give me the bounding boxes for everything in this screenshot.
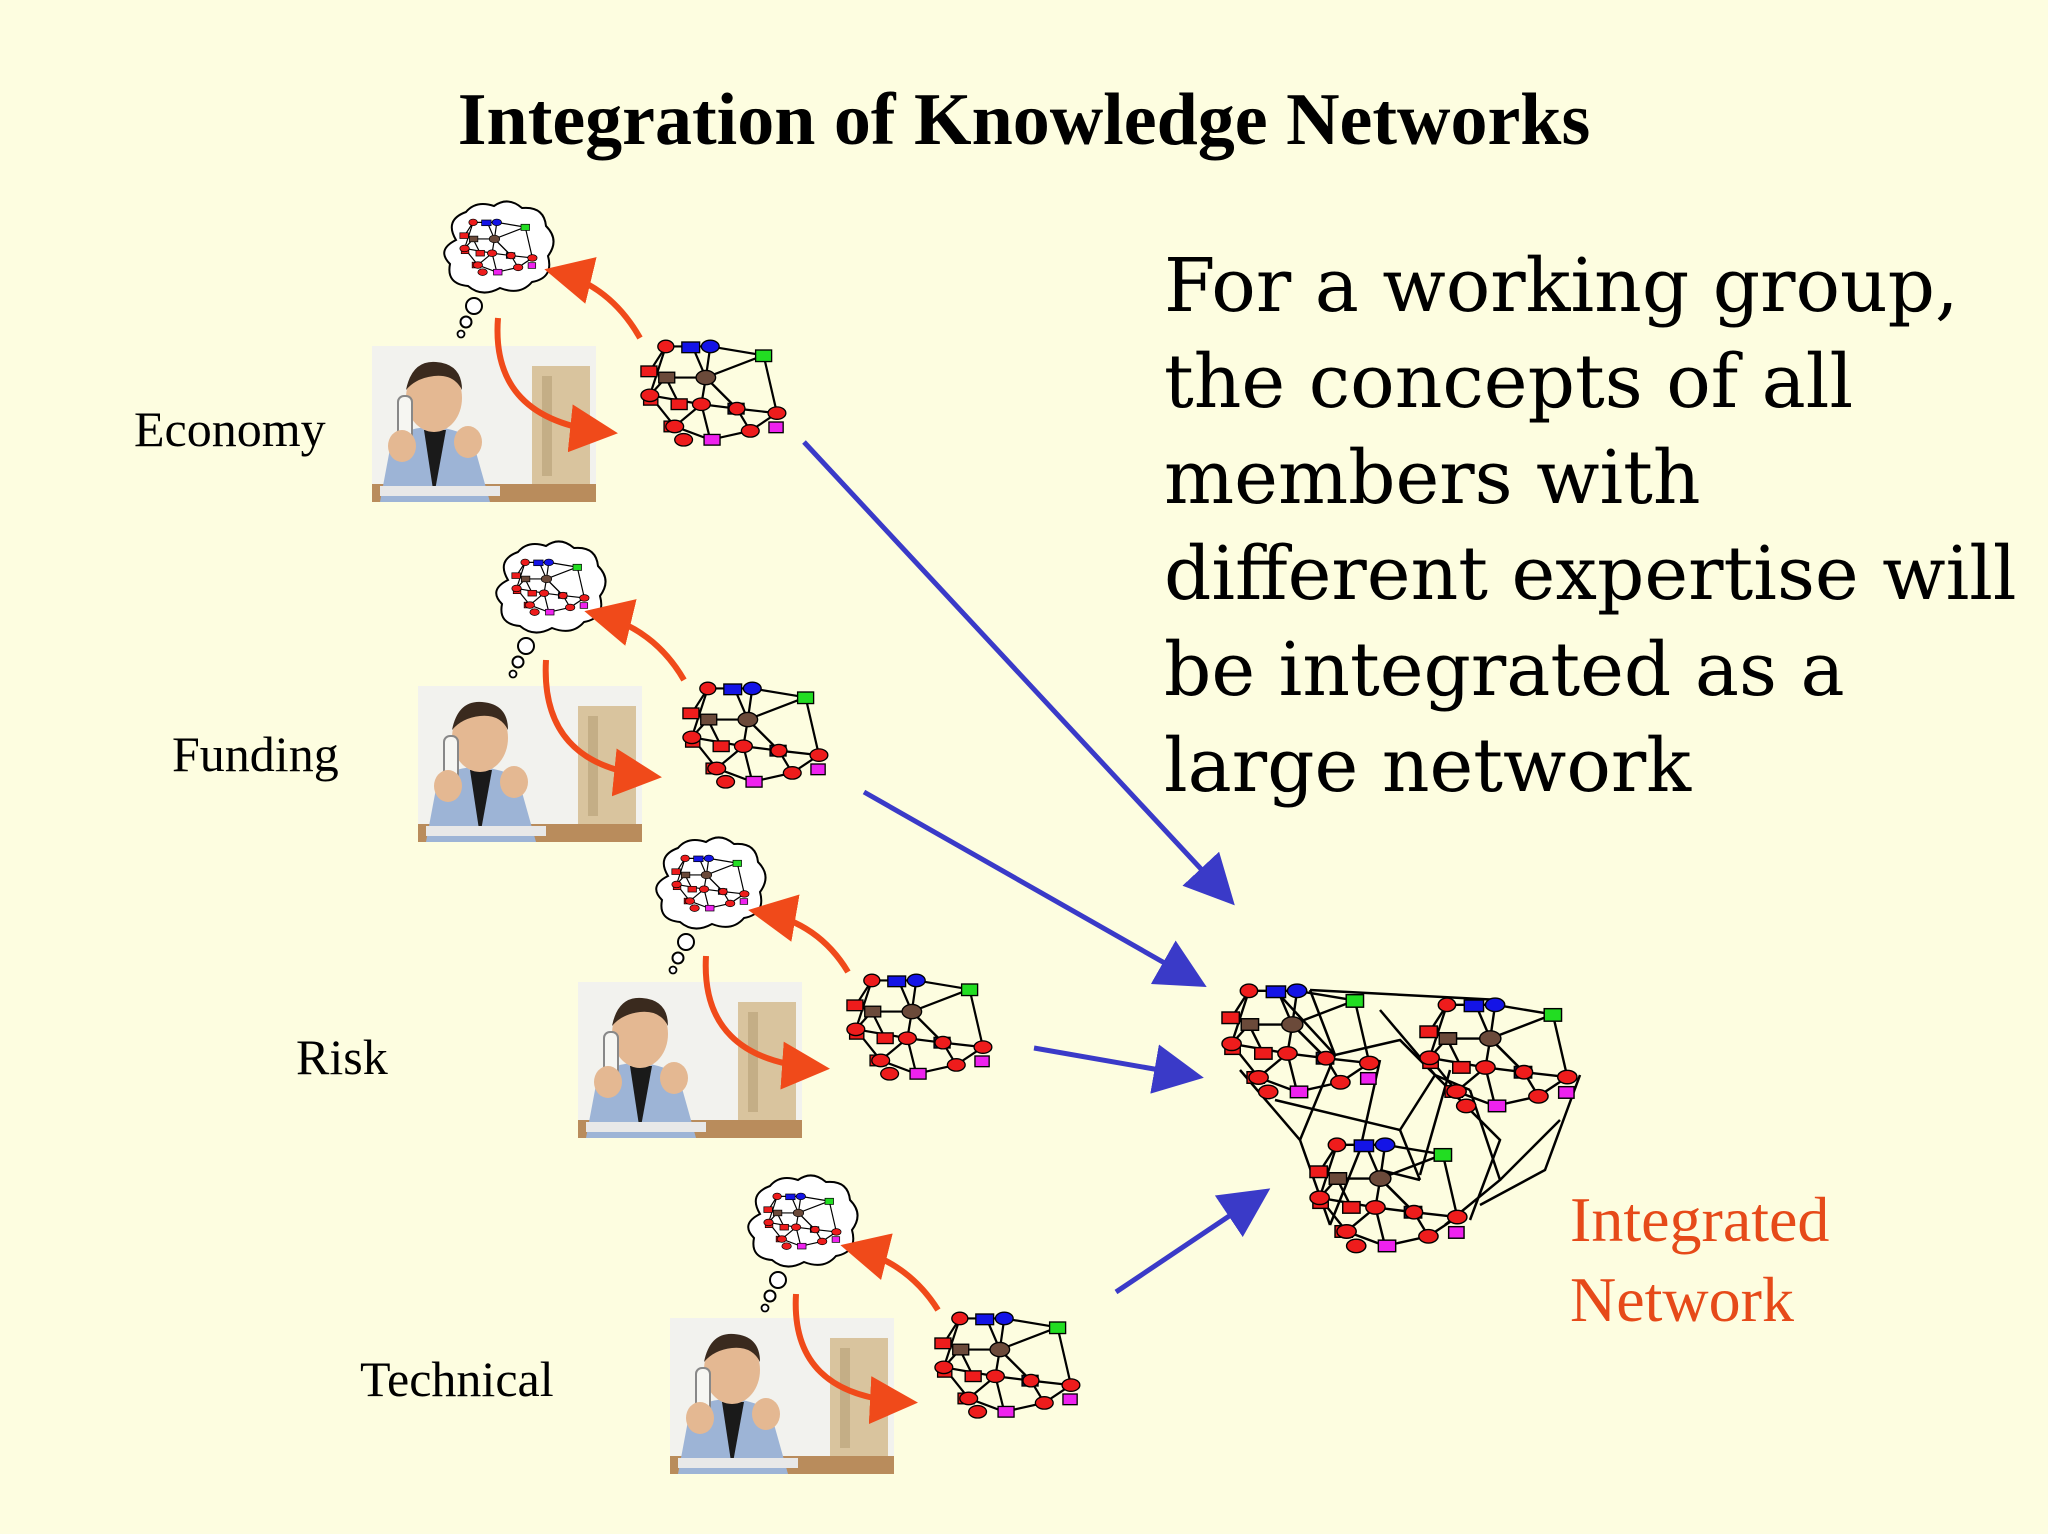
description-line: For a working group, bbox=[1164, 243, 1959, 329]
thought-bubble-icon bbox=[496, 541, 605, 677]
description-line: the concepts of all bbox=[1164, 339, 1854, 425]
orange-arrow-up bbox=[544, 257, 643, 340]
integrated-label-line: Integrated bbox=[1570, 1184, 1830, 1255]
concept-network-icon bbox=[681, 680, 830, 790]
role-group-funding bbox=[418, 541, 830, 842]
description-line: be integrated as a bbox=[1164, 627, 1845, 713]
role-group-technical bbox=[670, 1175, 1082, 1474]
blue-arrow-economy bbox=[802, 440, 1235, 906]
role-label-risk: Risk bbox=[296, 1029, 388, 1085]
role-label-economy: Economy bbox=[134, 401, 326, 457]
concept-network-icon bbox=[639, 338, 788, 448]
role-group-economy bbox=[372, 201, 788, 502]
orange-arrow-down bbox=[792, 1293, 918, 1425]
orange-arrow-down bbox=[542, 659, 662, 797]
blue-arrow-risk bbox=[1033, 1044, 1204, 1094]
role-label-technical: Technical bbox=[360, 1351, 554, 1407]
role-label-funding: Funding bbox=[172, 726, 339, 782]
description-line: large network bbox=[1164, 723, 1692, 809]
integrated-network-label: Integrated Network bbox=[1570, 1180, 1829, 1340]
orange-arrow-down bbox=[494, 317, 618, 453]
description-line: members with bbox=[1164, 435, 1701, 521]
thought-bubble-icon bbox=[444, 201, 553, 337]
orange-arrow-up bbox=[840, 1233, 941, 1312]
concept-network-icon bbox=[933, 1310, 1082, 1420]
thought-bubble-icon bbox=[748, 1175, 857, 1311]
concept-network-icon bbox=[845, 972, 994, 1082]
integrated-label-line: Network bbox=[1570, 1264, 1794, 1335]
blue-arrow-funding bbox=[862, 789, 1207, 987]
thought-bubble-icon bbox=[656, 837, 765, 973]
orange-arrow-up bbox=[584, 599, 687, 682]
description-line: different expertise will bbox=[1164, 531, 2017, 617]
slide-title: Integration of Knowledge Networks bbox=[457, 79, 1591, 161]
integrated-network-icon bbox=[1220, 982, 1582, 1254]
role-group-risk bbox=[578, 837, 994, 1138]
description-text: For a working group, the concepts of all… bbox=[1164, 238, 2034, 814]
blue-arrow-technical bbox=[1114, 1188, 1271, 1295]
orange-arrow-up bbox=[748, 894, 851, 974]
orange-arrow-down bbox=[702, 955, 830, 1090]
